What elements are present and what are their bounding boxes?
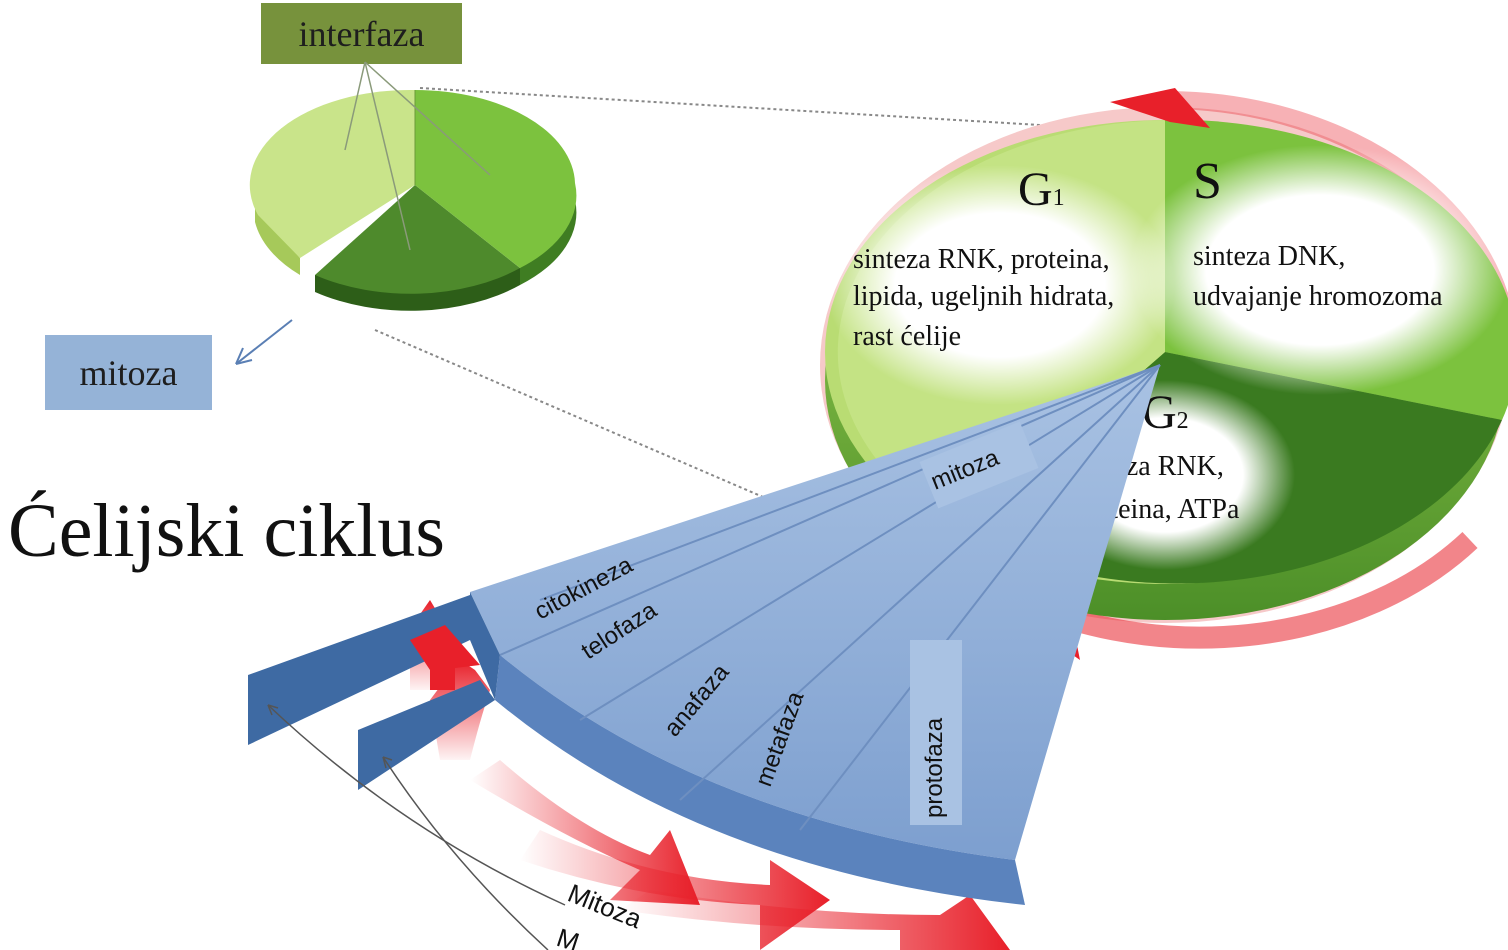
interfaza-label: interfaza	[261, 3, 462, 64]
pie-slice-mitosis	[315, 185, 520, 294]
phase-protofaza: protofaza	[921, 717, 948, 818]
mitosis-fan	[248, 364, 1161, 950]
small-pie	[249, 61, 577, 311]
connector-line-bottom	[374, 329, 771, 501]
red-arrow-3	[620, 890, 1010, 950]
g1-title: G1	[1018, 163, 1065, 216]
red-arrow-top	[1110, 88, 1210, 128]
connector-line-top	[419, 87, 1091, 129]
guide-lines	[267, 704, 566, 950]
mitoza-label: mitoza	[45, 335, 212, 410]
s-line-2: udvajanje hromozoma	[1193, 281, 1443, 312]
g1-line-1: sinteza RNK, proteina,	[853, 244, 1110, 275]
s-title: S	[1193, 153, 1222, 210]
fan-tab-outer	[248, 595, 470, 745]
s-line-1: sinteza DNK,	[1193, 241, 1345, 272]
pie-slice-interphase-light	[249, 89, 415, 258]
g1-line-3: rast ćelije	[853, 321, 961, 352]
bottom-label-m: M	[553, 922, 583, 950]
g1-line-2: lipida, ugeljnih hidrata,	[853, 281, 1114, 312]
mitoza-pointer-arrow	[235, 319, 293, 365]
pie-slice-interphase	[415, 90, 577, 268]
red-arrow-2	[520, 830, 830, 950]
fan-tab-inner	[358, 680, 495, 790]
page-title: Ćelijski ciklus	[8, 489, 445, 573]
